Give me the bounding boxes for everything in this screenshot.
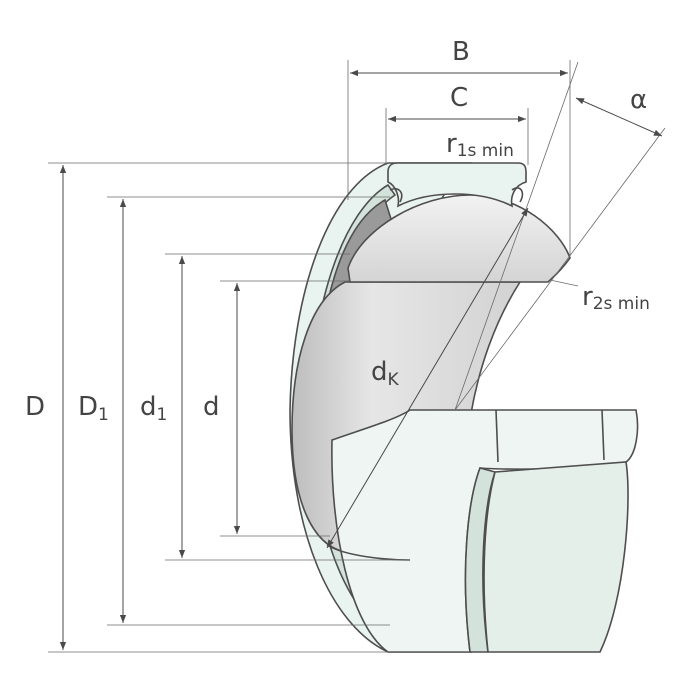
dim-line-alpha: [575, 97, 663, 137]
dimensions: [48, 60, 666, 653]
label-D: D: [25, 392, 45, 422]
seal-notch-right: [511, 187, 524, 203]
dim-line-dK: [326, 207, 529, 549]
label-C: C: [450, 83, 468, 113]
bearing-body: [289, 162, 639, 653]
label-r2: r2s min: [582, 282, 650, 314]
label-B: B: [452, 37, 470, 67]
label-d: d: [203, 392, 220, 422]
label-D1: D1: [78, 392, 109, 425]
cutaway-right-block: [483, 461, 629, 653]
outer-ring-top: [387, 162, 527, 208]
label-d1: d1: [140, 392, 167, 425]
labels: B C α r1s min r2s min dK D D1 d1 d: [25, 37, 650, 425]
label-r1: r1s min: [446, 129, 514, 161]
seal-notch-left: [389, 187, 403, 203]
label-alpha: α: [630, 85, 647, 115]
label-dK: dK: [371, 357, 400, 390]
